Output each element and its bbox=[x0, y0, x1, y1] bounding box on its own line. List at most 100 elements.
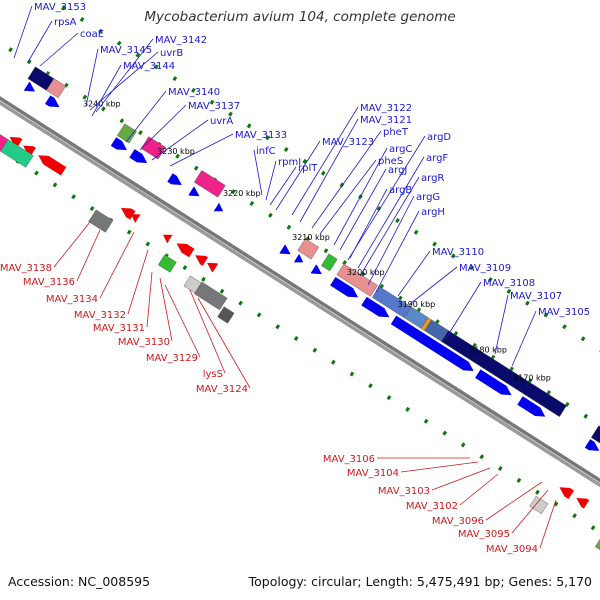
forward-gene-label: argJ bbox=[388, 165, 407, 176]
reverse-cds-arrow bbox=[38, 155, 67, 176]
ring-dot bbox=[395, 218, 400, 223]
ring-dot bbox=[460, 442, 466, 448]
leader-line bbox=[357, 156, 425, 269]
forward-gene-label: MAV_3122 bbox=[360, 103, 412, 114]
ring-dot bbox=[182, 265, 188, 271]
leader-line bbox=[53, 221, 91, 268]
forward-gene-label: rpsA bbox=[54, 17, 77, 28]
ring-dot bbox=[119, 118, 125, 124]
leader-line bbox=[494, 294, 509, 355]
forward-gene-label: MAV_3145 bbox=[100, 45, 152, 56]
forward-gene-label: MAV_3133 bbox=[235, 130, 287, 141]
leader-line bbox=[339, 168, 387, 251]
forward-gene-label: MAV_3108 bbox=[483, 278, 535, 289]
leader-line bbox=[319, 159, 377, 235]
forward-cds-arrow bbox=[390, 315, 474, 371]
leader-line bbox=[269, 166, 297, 206]
ring-dot bbox=[219, 288, 225, 294]
forward-gene-label: MAV_3107 bbox=[510, 291, 562, 302]
ring-dot bbox=[256, 312, 262, 318]
reverse-gene-label: MAV_3129 bbox=[146, 353, 198, 364]
ring-dot bbox=[98, 28, 104, 34]
ring-dot bbox=[228, 111, 233, 117]
forward-gene-label: MAV_3142 bbox=[155, 35, 207, 46]
forward-gene-label: argH bbox=[421, 207, 445, 218]
ring-dot bbox=[349, 371, 355, 377]
gene-block-grey bbox=[88, 209, 114, 233]
leader-line bbox=[397, 250, 431, 297]
leader-line bbox=[400, 461, 479, 473]
leader-line bbox=[127, 249, 149, 315]
tick-label: 3190 kbp bbox=[398, 300, 436, 309]
map-title: Mycobacterium avium 104, complete genome bbox=[144, 9, 456, 25]
ring-dot bbox=[89, 206, 95, 211]
ring-dot bbox=[52, 182, 58, 188]
ring-dot bbox=[82, 94, 88, 100]
ring-dot bbox=[101, 106, 106, 112]
leader-line bbox=[95, 38, 154, 113]
gene-block-green bbox=[321, 253, 338, 272]
gene-block-green bbox=[116, 123, 137, 144]
ring-dot bbox=[497, 466, 503, 471]
accession-text: Accession: NC_008595 bbox=[8, 574, 151, 589]
ring-dot bbox=[543, 312, 549, 318]
leader-line bbox=[333, 147, 388, 246]
forward-gene-label: MAV_3123 bbox=[322, 137, 374, 148]
ring-dot bbox=[405, 406, 410, 412]
ring-dot bbox=[479, 454, 485, 460]
leader-line bbox=[159, 277, 173, 342]
forward-gene-label: MAV_3105 bbox=[538, 307, 590, 318]
reverse-cds-arrow bbox=[163, 234, 173, 244]
gene-block-olive bbox=[594, 538, 600, 553]
forward-cds-arrow bbox=[517, 396, 546, 417]
reverse-cds-arrow bbox=[176, 243, 195, 258]
leader-line bbox=[265, 160, 277, 201]
forward-gene-label: MAV_3144 bbox=[123, 61, 175, 72]
gene-block-teal bbox=[0, 139, 34, 168]
forward-gene-label: coaE bbox=[80, 29, 104, 40]
forward-cds-arrow bbox=[110, 137, 127, 151]
leader-line bbox=[299, 118, 359, 223]
leader-line bbox=[431, 467, 491, 491]
reverse-gene-label: MAV_3130 bbox=[118, 337, 170, 348]
tick-label: 3230 kbp bbox=[157, 147, 195, 156]
reverse-gene-label: MAV_3131 bbox=[93, 323, 145, 334]
leader-line bbox=[39, 32, 79, 67]
forward-cds-arrow bbox=[361, 296, 390, 318]
ring-dot bbox=[175, 153, 180, 159]
ring-dot bbox=[580, 336, 586, 342]
ring-dot bbox=[386, 395, 392, 401]
leader-line bbox=[99, 231, 135, 299]
forward-cds-arrow bbox=[293, 253, 304, 263]
gene-block-navy bbox=[590, 425, 600, 446]
tick-label: 3220 kbp bbox=[223, 189, 261, 198]
forward-gene-label: argG bbox=[416, 192, 440, 203]
gene-block-pink bbox=[297, 238, 320, 260]
ring-dot bbox=[487, 277, 493, 283]
ring-dot bbox=[572, 513, 577, 519]
leader-line bbox=[444, 281, 482, 341]
outer-dotted-ring bbox=[61, 5, 600, 353]
ring-dot bbox=[535, 489, 540, 495]
leader-line bbox=[189, 289, 226, 374]
forward-gene-label: rplT bbox=[298, 163, 318, 174]
leader-line bbox=[13, 5, 33, 59]
forward-gene-label: MAV_3153 bbox=[34, 2, 86, 13]
forward-gene-label: pheT bbox=[383, 127, 409, 138]
leader-line bbox=[85, 48, 99, 107]
leader-line bbox=[275, 140, 321, 211]
reverse-gene-label: MAV_3103 bbox=[378, 486, 430, 497]
forward-cds-arrow bbox=[23, 81, 36, 92]
reverse-cds-arrow bbox=[121, 207, 136, 220]
ring-dot bbox=[138, 130, 143, 136]
ring-dot bbox=[323, 248, 329, 254]
ring-dot bbox=[368, 383, 373, 389]
topology-text: Topology: circular; Length: 5,475,491 bp… bbox=[248, 574, 592, 589]
forward-cds-arrow bbox=[279, 244, 291, 255]
ring-dot bbox=[286, 224, 292, 230]
forward-gene-label: MAV_3121 bbox=[360, 115, 412, 126]
ring-dot bbox=[525, 300, 530, 306]
forward-cds-arrow bbox=[167, 173, 182, 186]
